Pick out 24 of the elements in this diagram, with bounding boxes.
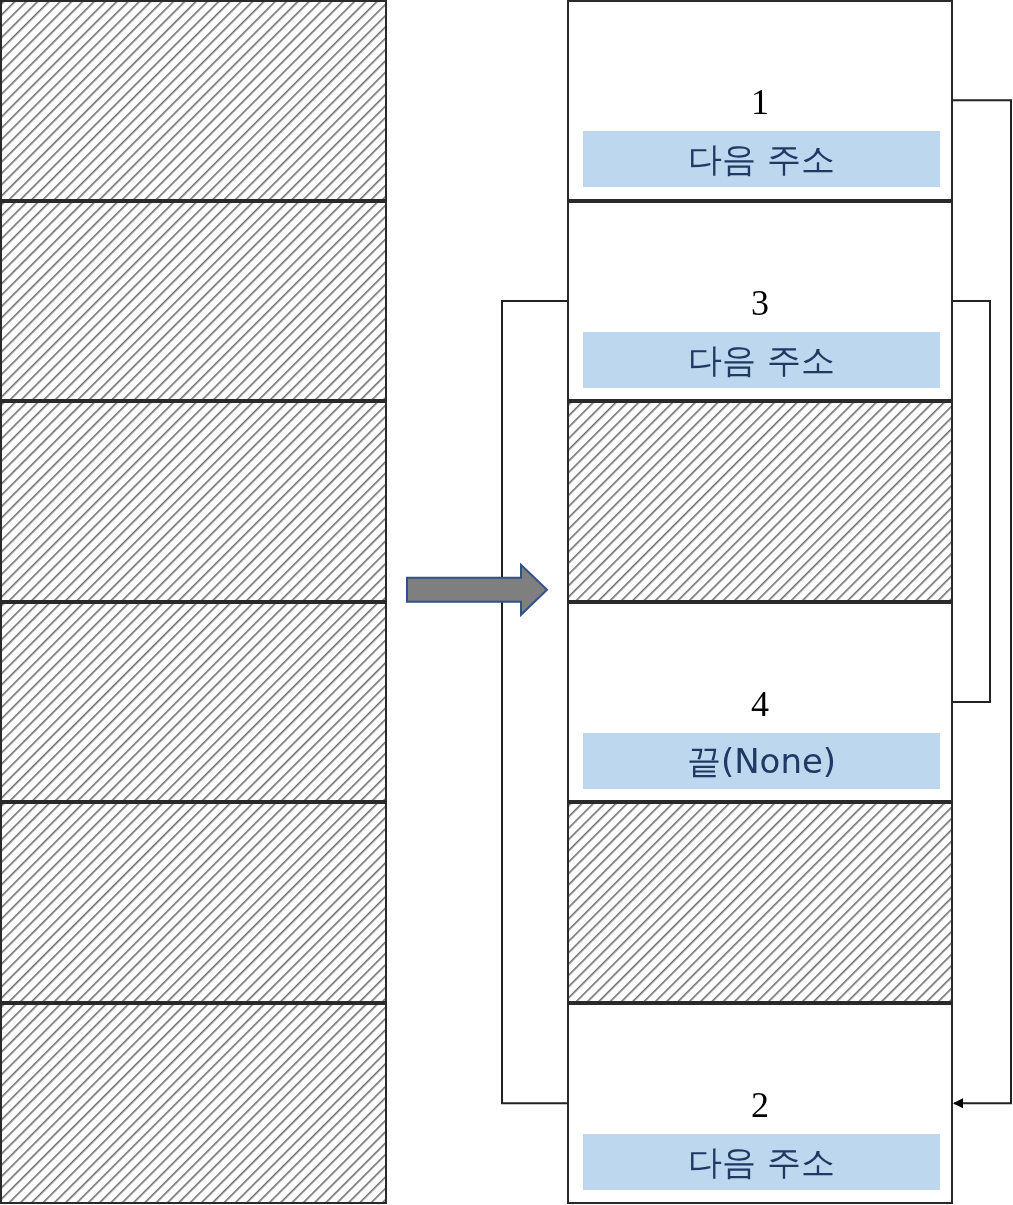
pointer-field: 다음 주소 (583, 1134, 940, 1190)
hatched-block (567, 401, 953, 602)
pointer-field: 다음 주소 (583, 332, 940, 388)
node-number: 1 (750, 82, 770, 122)
node-number: 3 (750, 283, 770, 323)
block-arrow (406, 562, 549, 618)
pointer-field: 끝(None) (583, 733, 940, 789)
memory-cell (567, 1003, 953, 1204)
connector-line (952, 99, 1012, 1109)
connector-line (952, 299, 991, 704)
memory-cell (567, 0, 953, 201)
hatched-block (567, 802, 953, 1003)
node-number: 2 (750, 1085, 770, 1125)
hatched-block (0, 1003, 387, 1204)
pointer-field: 다음 주소 (583, 131, 940, 187)
hatched-block (0, 0, 387, 201)
memory-cell (567, 602, 953, 802)
hatched-block (0, 602, 387, 802)
node-number: 4 (750, 684, 770, 724)
hatched-block (0, 201, 387, 401)
memory-cell (567, 201, 953, 401)
connector-line (501, 299, 568, 1105)
hatched-block (0, 802, 387, 1003)
hatched-block (0, 401, 387, 602)
